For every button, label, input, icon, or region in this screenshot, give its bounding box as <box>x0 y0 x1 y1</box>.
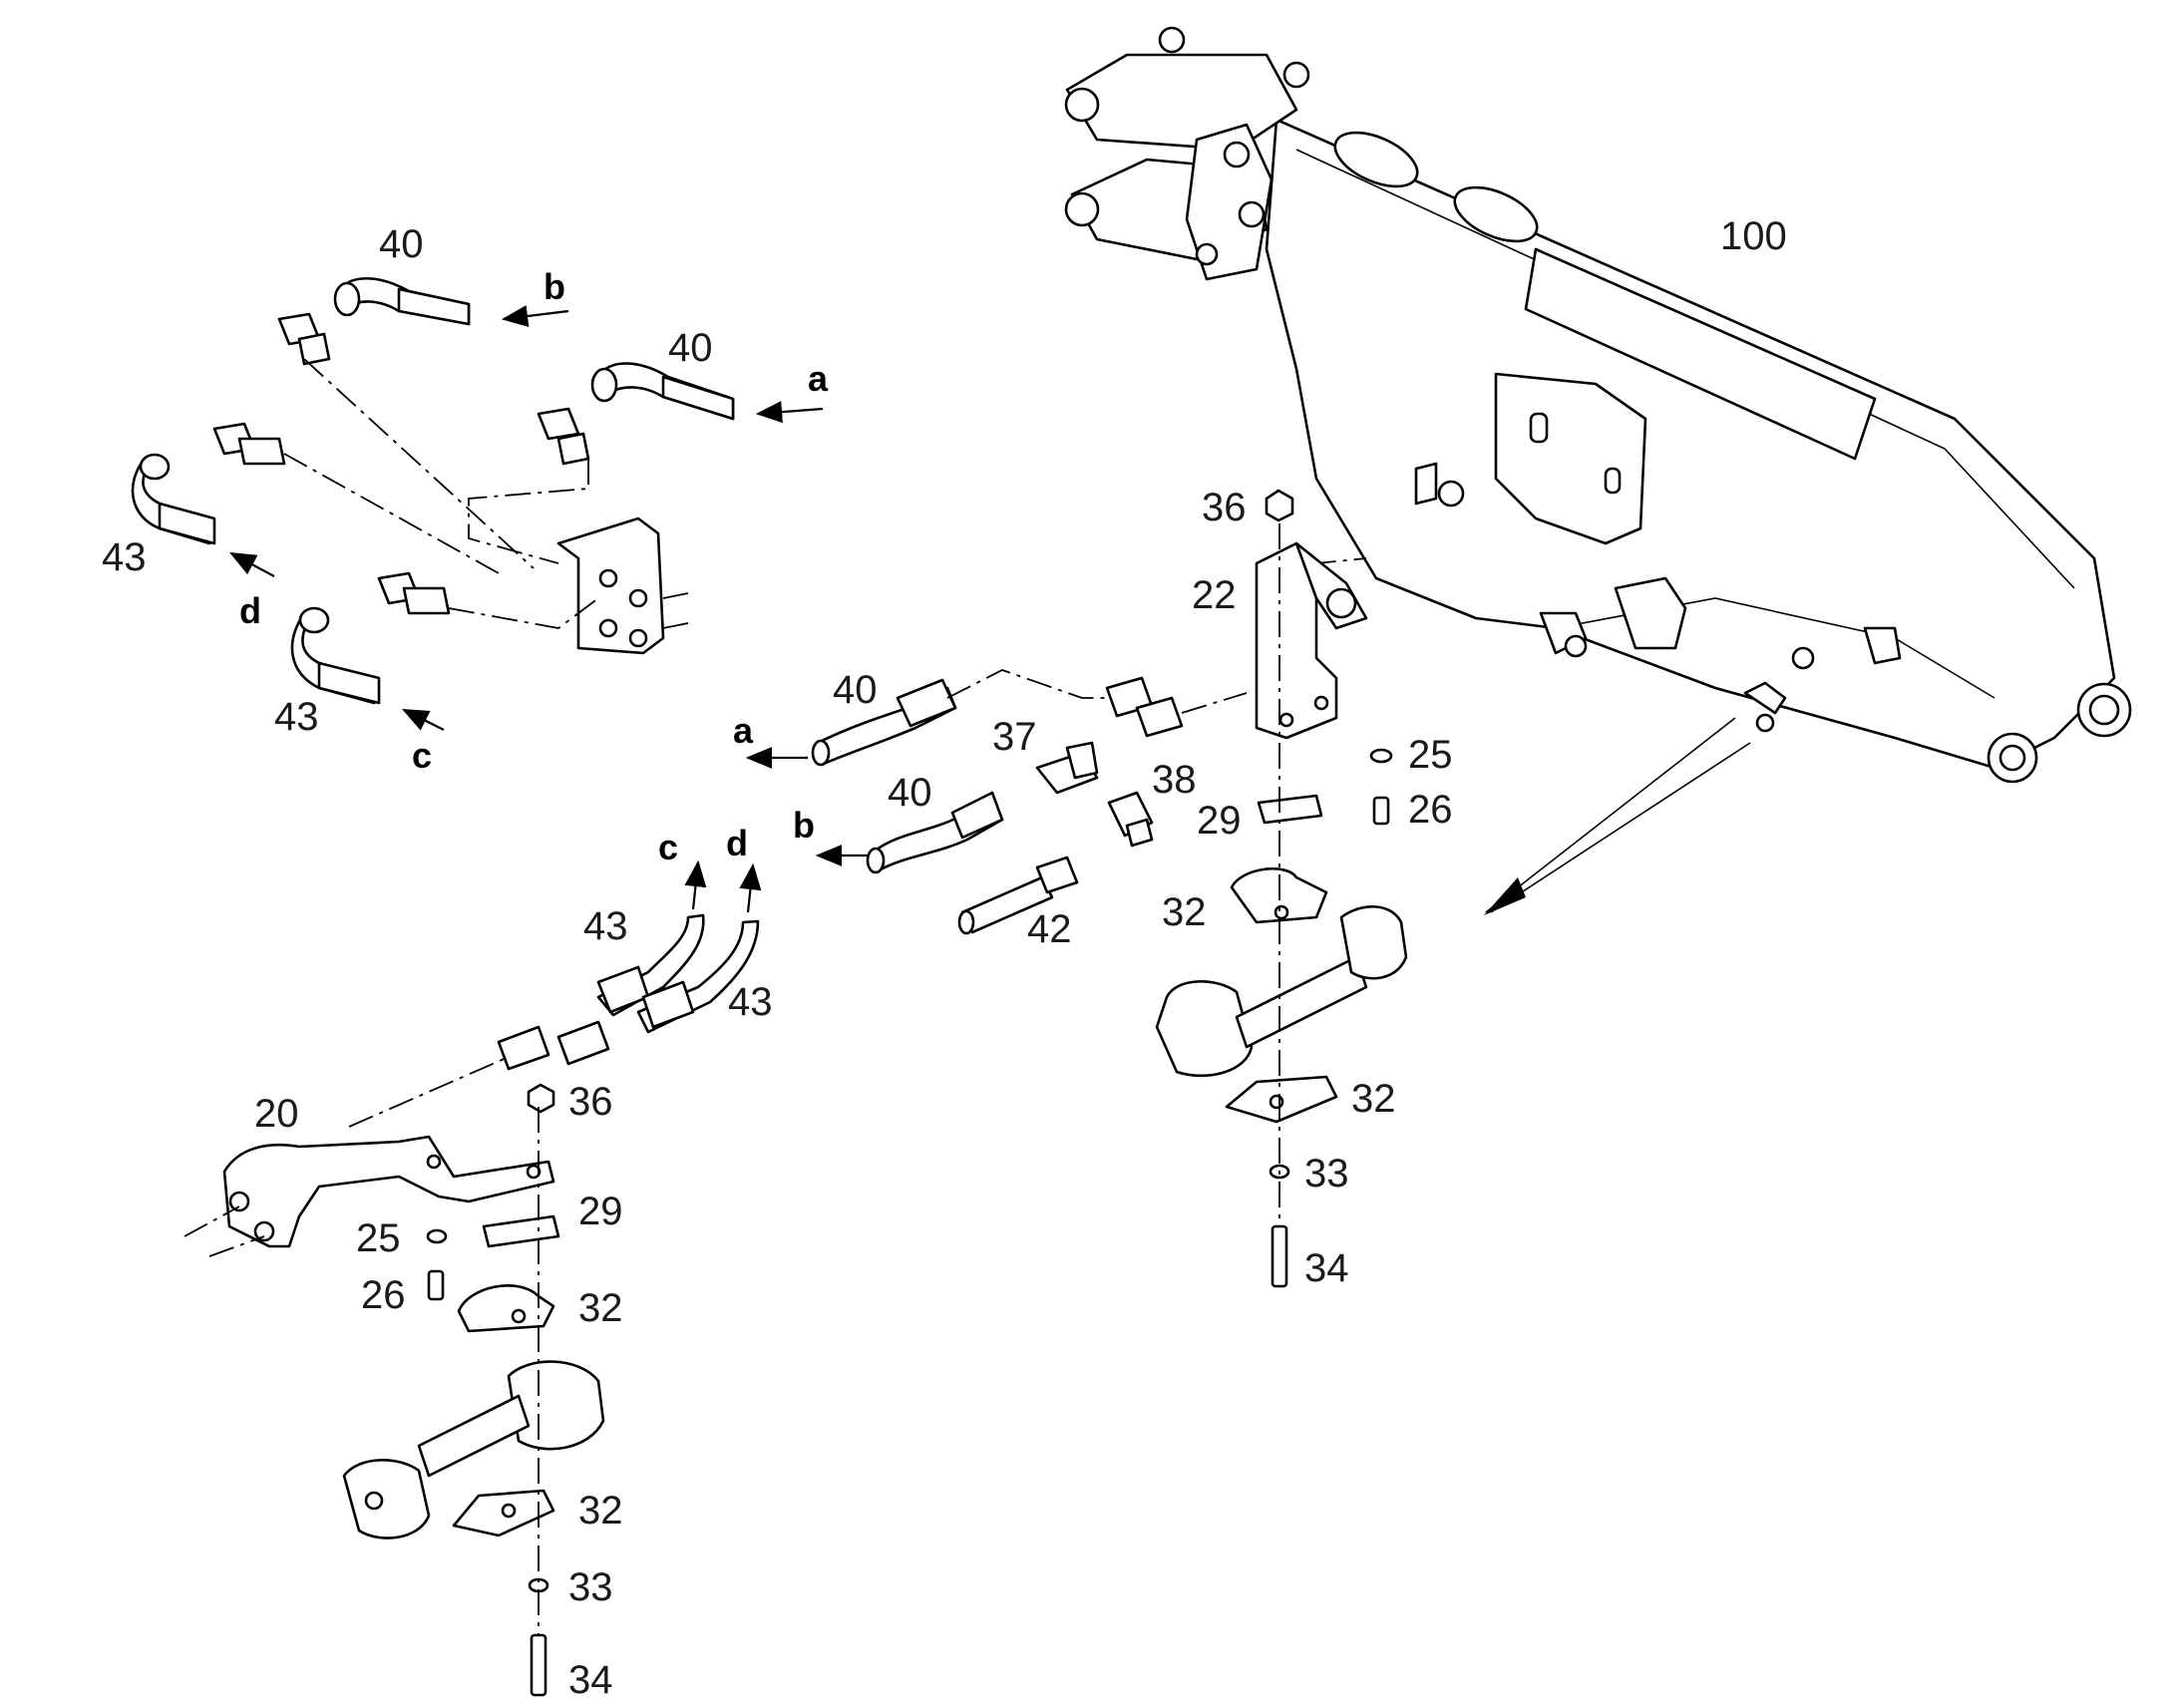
callout-42: 42 <box>1027 907 1072 951</box>
callout-labels: 100 40 40 43 43 36 22 25 26 29 32 32 33 … <box>102 214 1787 1702</box>
callout-40: 40 <box>888 771 932 815</box>
flow-arrows <box>229 305 868 913</box>
flow-arrow-d1 <box>229 551 275 577</box>
callout-34: 34 <box>1304 1246 1349 1290</box>
callout-33: 33 <box>568 1565 613 1609</box>
flow-letter-b: b <box>793 805 815 846</box>
flow-arrow-b1 <box>501 305 569 327</box>
callout-100: 100 <box>1720 214 1787 258</box>
callout-20: 20 <box>254 1092 299 1136</box>
flow-arrow-a1 <box>755 401 824 424</box>
flow-letter-a: a <box>808 358 829 399</box>
callout-26: 26 <box>361 1273 406 1317</box>
callout-43: 43 <box>274 695 319 739</box>
flow-arrow-d2 <box>739 862 762 913</box>
detail-lead-line <box>1485 717 1751 913</box>
callout-25: 25 <box>356 1216 401 1260</box>
callout-40: 40 <box>379 222 424 266</box>
callout-37: 37 <box>992 715 1037 759</box>
callout-32: 32 <box>1162 890 1207 934</box>
callout-36: 36 <box>1202 486 1247 529</box>
flow-arrow-c2 <box>684 859 707 910</box>
flow-letter-d: d <box>726 823 748 863</box>
right-mount-group <box>1155 489 1408 1288</box>
lower-left-group <box>183 913 760 1697</box>
callout-32: 32 <box>1351 1077 1396 1121</box>
callout-29: 29 <box>1197 799 1242 843</box>
flow-arrow-c1 <box>402 709 445 731</box>
callout-22: 22 <box>1192 573 1237 617</box>
callout-43: 43 <box>728 980 773 1024</box>
middle-hose-group <box>811 557 1367 935</box>
callout-43: 43 <box>583 904 628 948</box>
callout-34: 34 <box>568 1658 613 1702</box>
flow-letter-c: c <box>412 735 432 776</box>
flow-letter-b: b <box>544 266 565 307</box>
upper-left-hose-group <box>131 276 735 705</box>
callout-29: 29 <box>578 1190 623 1233</box>
callout-38: 38 <box>1152 758 1197 802</box>
boom-assembly <box>1064 26 2132 784</box>
callout-36: 36 <box>568 1080 613 1124</box>
callout-32: 32 <box>578 1286 623 1330</box>
callout-40: 40 <box>668 326 713 370</box>
flow-letter-c: c <box>658 827 678 867</box>
callout-26: 26 <box>1408 788 1453 832</box>
flow-letter-a: a <box>733 710 754 751</box>
flow-letter-d: d <box>239 590 261 631</box>
callout-25: 25 <box>1408 733 1453 777</box>
callout-40: 40 <box>833 668 878 712</box>
detail-arrowhead <box>1484 877 1526 915</box>
callout-32: 32 <box>578 1489 623 1533</box>
flow-letters: b a d c a b c d <box>239 266 829 867</box>
callout-43: 43 <box>102 535 147 579</box>
callout-33: 33 <box>1304 1152 1349 1196</box>
